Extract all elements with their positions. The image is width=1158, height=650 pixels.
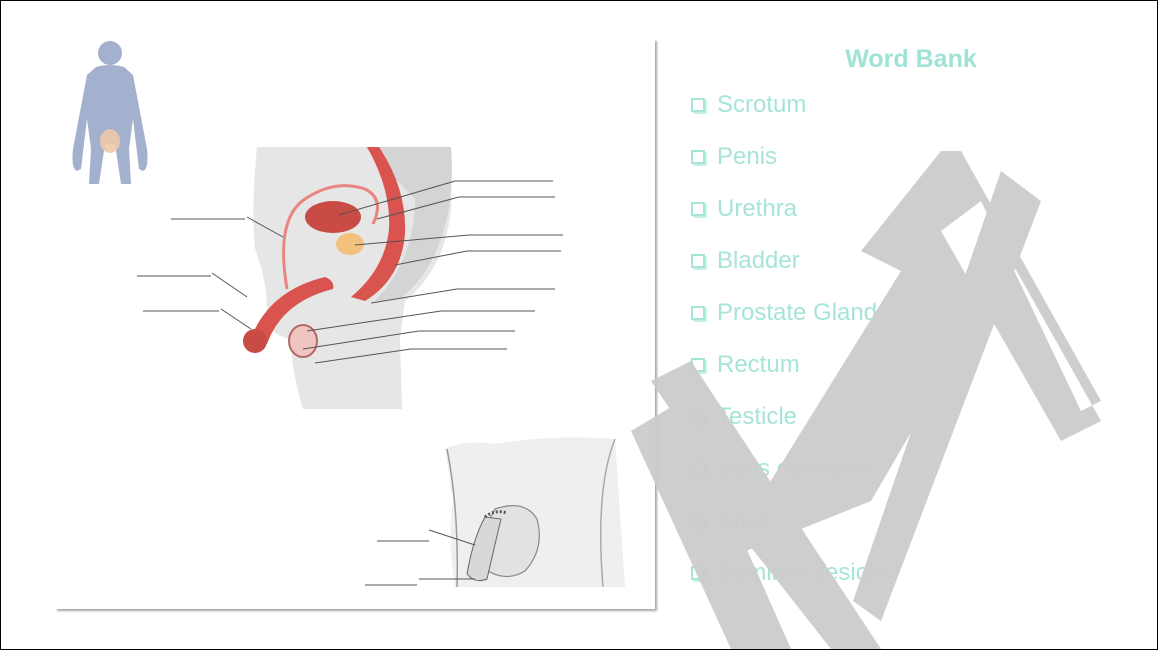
checkbox-icon[interactable] xyxy=(691,254,705,268)
checkbox-icon[interactable] xyxy=(691,358,705,372)
word-bank-item: Rectum xyxy=(681,339,1141,391)
external-view-illustration xyxy=(445,437,625,587)
human-silhouette-icon xyxy=(73,41,148,184)
word-bank-item: Urethra xyxy=(681,183,1141,235)
prostate-organ xyxy=(336,233,364,255)
checkbox-icon[interactable] xyxy=(691,306,705,320)
checkbox-icon[interactable] xyxy=(691,410,705,424)
anatomy-figure-card xyxy=(55,39,655,609)
anatomy-diagram xyxy=(55,39,655,609)
word-bank-item-label: Scrotum xyxy=(717,91,806,119)
word-bank-item: Seminal Vesicle xyxy=(681,547,1141,599)
word-bank: Word Bank Scrotum Penis Urethra Bladder … xyxy=(681,39,1141,599)
word-bank-item: Testicle xyxy=(681,391,1141,443)
word-bank-item: Prostate Gland xyxy=(681,287,1141,339)
word-bank-item: Bladder xyxy=(681,235,1141,287)
checkbox-icon[interactable] xyxy=(691,150,705,164)
checkbox-icon[interactable] xyxy=(691,98,705,112)
word-bank-item-label: Prostate Gland xyxy=(717,299,877,327)
sagittal-view-illustration xyxy=(243,147,452,409)
checkbox-icon[interactable] xyxy=(691,202,705,216)
word-bank-item-label: Urethra xyxy=(717,195,797,223)
checkbox-icon[interactable] xyxy=(691,566,705,580)
checkbox-icon[interactable] xyxy=(691,462,705,476)
word-bank-list: Scrotum Penis Urethra Bladder Prostate G… xyxy=(681,79,1141,599)
word-bank-item: Penis xyxy=(681,131,1141,183)
word-bank-item-label: Penis xyxy=(717,143,777,171)
word-bank-item-label: Anus xyxy=(717,507,772,535)
bladder-organ xyxy=(305,201,361,233)
word-bank-title: Word Bank xyxy=(681,39,1141,79)
word-bank-item: Vans deferens xyxy=(681,443,1141,495)
word-bank-item-label: Bladder xyxy=(717,247,800,275)
word-bank-item-label: Rectum xyxy=(717,351,800,379)
word-bank-item: Scrotum xyxy=(681,79,1141,131)
word-bank-item-label: Vans deferens xyxy=(717,455,870,483)
word-bank-item: Anus xyxy=(681,495,1141,547)
checkbox-icon[interactable] xyxy=(691,514,705,528)
word-bank-item-label: Seminal Vesicle xyxy=(717,559,886,587)
word-bank-item-label: Testicle xyxy=(717,403,797,431)
